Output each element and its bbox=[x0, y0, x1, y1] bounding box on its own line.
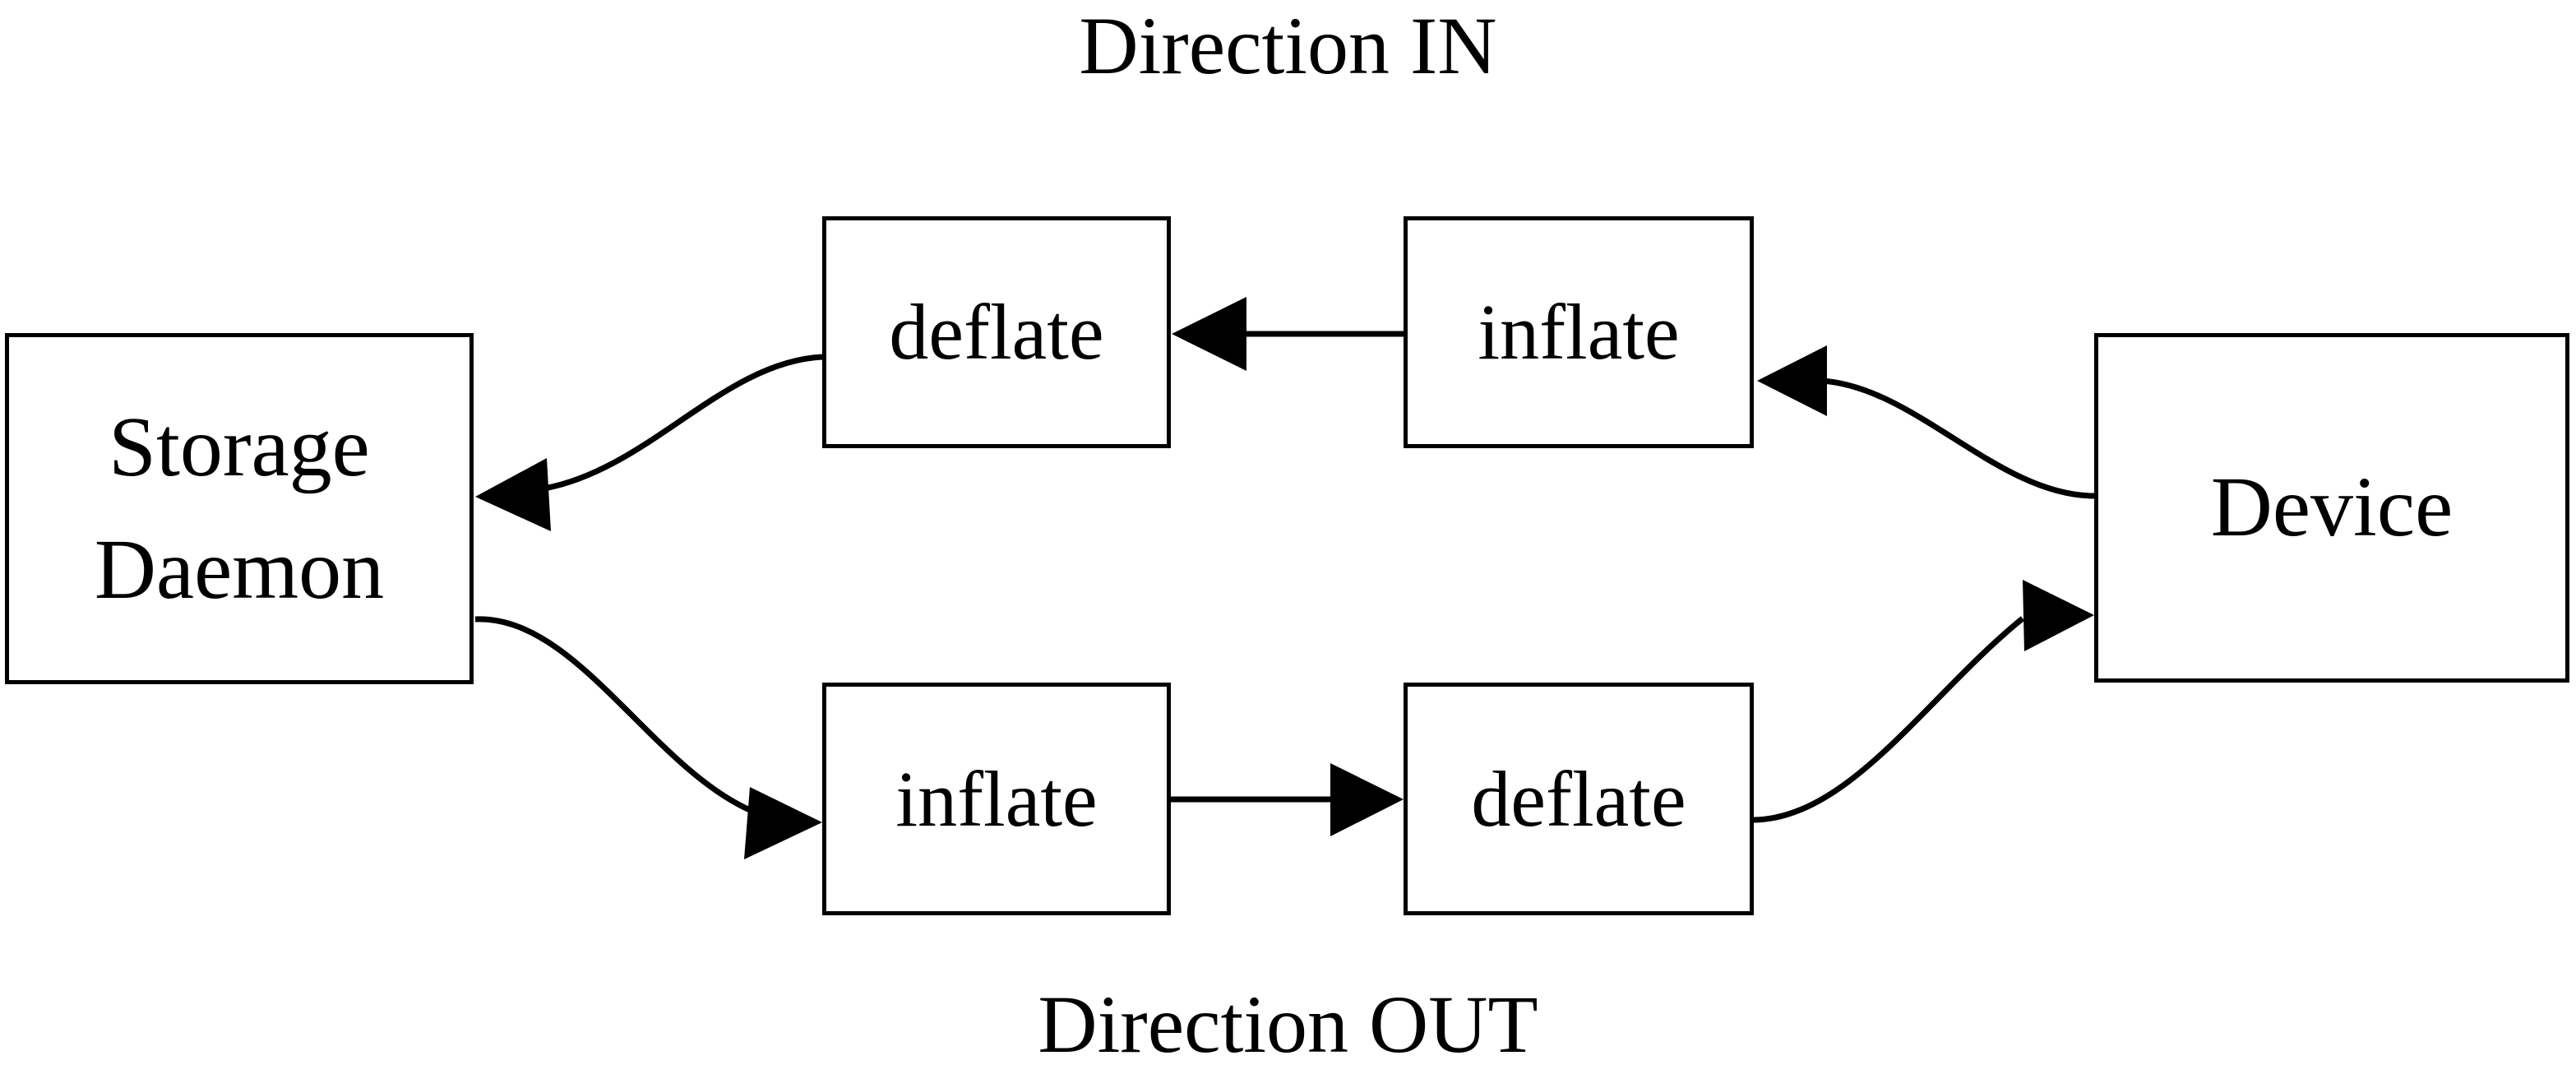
arrowhead-right-icon bbox=[1330, 763, 1404, 836]
edge-inflate-out-to-deflate-out bbox=[1171, 763, 1404, 836]
caption-direction-in: Direction IN bbox=[1079, 0, 1497, 91]
node-inflate-in[interactable]: inflate bbox=[1404, 216, 1754, 448]
node-deflate-out-label: deflate bbox=[1471, 754, 1686, 843]
arrowhead-left-icon bbox=[1757, 345, 1827, 416]
node-storage-daemon-label-line2: Daemon bbox=[94, 521, 385, 617]
node-deflate-in-label: deflate bbox=[889, 288, 1104, 377]
node-inflate-out[interactable]: inflate bbox=[822, 683, 1171, 915]
node-inflate-in-label: inflate bbox=[1478, 288, 1680, 377]
edge-deflate-in-to-storage-daemon bbox=[475, 354, 823, 531]
node-device[interactable]: Device bbox=[2094, 333, 2569, 683]
node-inflate-out-label: inflate bbox=[895, 754, 1098, 843]
node-storage-daemon[interactable]: Storage Daemon bbox=[5, 333, 474, 684]
edge-storage-daemon-to-inflate-out bbox=[474, 616, 822, 859]
node-deflate-out[interactable]: deflate bbox=[1404, 683, 1754, 915]
node-device-label: Device bbox=[2210, 460, 2453, 555]
node-storage-daemon-label-line1: Storage bbox=[109, 399, 370, 494]
arrowhead-left-icon bbox=[1172, 297, 1246, 371]
caption-direction-out: Direction OUT bbox=[1038, 979, 1538, 1070]
edge-device-to-inflate-in bbox=[1757, 345, 2095, 499]
edge-deflate-out-to-device bbox=[1753, 580, 2094, 823]
arrowhead-right-icon bbox=[744, 787, 822, 859]
arrowhead-right-icon bbox=[2023, 580, 2094, 651]
arrowhead-left-icon bbox=[475, 458, 551, 531]
node-deflate-in[interactable]: deflate bbox=[822, 216, 1171, 448]
